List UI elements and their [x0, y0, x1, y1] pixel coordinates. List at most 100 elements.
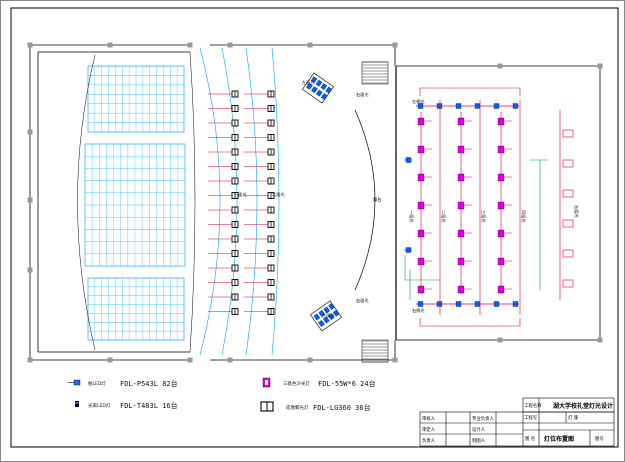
spot-light-icon: [260, 401, 274, 412]
wash-column: [417, 112, 432, 294]
wash-light-icon: [417, 257, 425, 266]
wash-light-icon: [457, 257, 465, 266]
led-par-icon: [320, 83, 328, 91]
legend-item-model: FDL-P543L 82台: [120, 379, 178, 388]
light-bar: [244, 90, 275, 315]
cluster-frame: [310, 300, 342, 332]
stair-outline: [361, 61, 389, 85]
led-par-icon: [512, 301, 519, 307]
legend: 帕LED灯 FDL-P543L 82台 光束LED灯 FDL-T483L 16台…: [68, 377, 376, 412]
led-par-icon: [311, 86, 318, 94]
legend-item-name: 三基色冷光灯: [283, 380, 310, 387]
stage-rigging: [302, 72, 574, 332]
led-par-icon: [332, 309, 340, 317]
pipe-label-2: 二层光: [440, 210, 447, 223]
side-light-label-top: 左侧光: [412, 98, 425, 105]
face-light-cluster-bottom: [310, 300, 342, 332]
stair-outline: [361, 339, 389, 363]
seating-arc: [221, 47, 238, 356]
stairs: [361, 61, 389, 363]
pipe-label-5: 五层光: [573, 205, 580, 218]
role-left-1: 审核人: [422, 415, 436, 422]
wall-column: [227, 42, 233, 48]
legend-item-wash: 三基色冷光灯 FDL-55W*6 24台: [262, 377, 376, 388]
led-par-icon: [313, 313, 321, 321]
stage-edge: [354, 109, 376, 291]
bottom-feed: [419, 318, 521, 327]
wall-column: [307, 42, 313, 48]
wall-column: [392, 357, 398, 363]
wash-light-icon: [457, 117, 465, 126]
face-light-label-left-top: 左面光: [302, 79, 315, 86]
audience-light-label-2: 二面光: [272, 191, 285, 198]
face-light-label-right-bottom: 右面光: [356, 297, 369, 304]
wall-column: [187, 42, 193, 48]
legend-item-spot: 成像聚光灯 FDL-LG360 36台: [260, 401, 371, 412]
wash-light-icon: [417, 117, 425, 126]
led-par-row: [416, 301, 519, 307]
led-par-icon: [512, 103, 519, 109]
project-label: 工程名称: [524, 402, 542, 409]
seat-block: [87, 277, 185, 341]
face-light-cluster-top: [302, 72, 334, 104]
led-par-icon: [315, 89, 323, 97]
wash-light-icon: [497, 173, 505, 182]
aisle-arc: [189, 51, 196, 353]
led-par-icon: [323, 306, 330, 314]
wall-column: [27, 129, 33, 135]
balcony-arc: [77, 54, 96, 351]
wash-light-icon: [417, 173, 425, 182]
wash-light-icon: [457, 285, 465, 294]
seating-arcs: [77, 47, 280, 356]
wash-light-icon: [417, 145, 425, 154]
wash-light-icon: [417, 229, 425, 238]
led-par-icon: [436, 103, 443, 109]
role-right-3: 制图人: [472, 437, 486, 444]
project-name: 湖大学校礼堂灯光设计: [553, 402, 613, 410]
wash-light-icon: [497, 145, 505, 154]
led-par-row: [416, 103, 519, 109]
audience-light-bars: [208, 90, 275, 315]
wall-column: [497, 63, 503, 69]
wash-light-icon: [262, 377, 271, 388]
side-light-box: [562, 189, 574, 198]
wash-light-icon: [497, 117, 505, 126]
drawing-no-value: 灯 施: [568, 414, 579, 421]
led-par-icon: [474, 103, 481, 109]
role-right-1: 专业负责人: [472, 415, 495, 422]
drawing-title: 灯位布置图: [544, 435, 574, 443]
wall-column: [187, 357, 193, 363]
seat-block: [87, 65, 185, 133]
pipe-label-4: 四层光: [520, 210, 527, 223]
wall-column: [392, 42, 398, 48]
wash-column: [457, 112, 472, 294]
wash-light-icon: [457, 145, 465, 154]
led-par-icon: [320, 93, 328, 101]
stair-flight: [361, 61, 389, 85]
wash-column: [497, 112, 512, 294]
face-light-label-right-top: 右面光: [356, 91, 369, 98]
led-par-icon: [68, 379, 81, 386]
led-par-icon: [417, 301, 424, 307]
legend-item-name: 帕LED灯: [88, 380, 106, 387]
wall-column: [307, 357, 313, 363]
role-left-2: 审定人: [422, 426, 436, 433]
wall-column: [107, 42, 113, 48]
led-par-icon: [474, 301, 481, 307]
pipe-label-1: 一层光: [408, 210, 415, 223]
light-bar: [208, 90, 239, 315]
seating-arc: [245, 47, 258, 356]
stair-flight: [361, 339, 389, 363]
top-feed: [419, 87, 521, 96]
audience-seating: [84, 65, 186, 341]
seating-arc: [199, 47, 221, 356]
role-left-3: 负责人: [422, 437, 436, 444]
led-par-row: [404, 247, 412, 253]
led-par-icon: [417, 103, 424, 109]
drawing-no-label: 工程号: [524, 414, 538, 421]
led-par-row: [404, 157, 412, 163]
led-par-icon: [436, 301, 443, 307]
wash-light-icon: [457, 229, 465, 238]
side-light-box: [562, 159, 574, 168]
